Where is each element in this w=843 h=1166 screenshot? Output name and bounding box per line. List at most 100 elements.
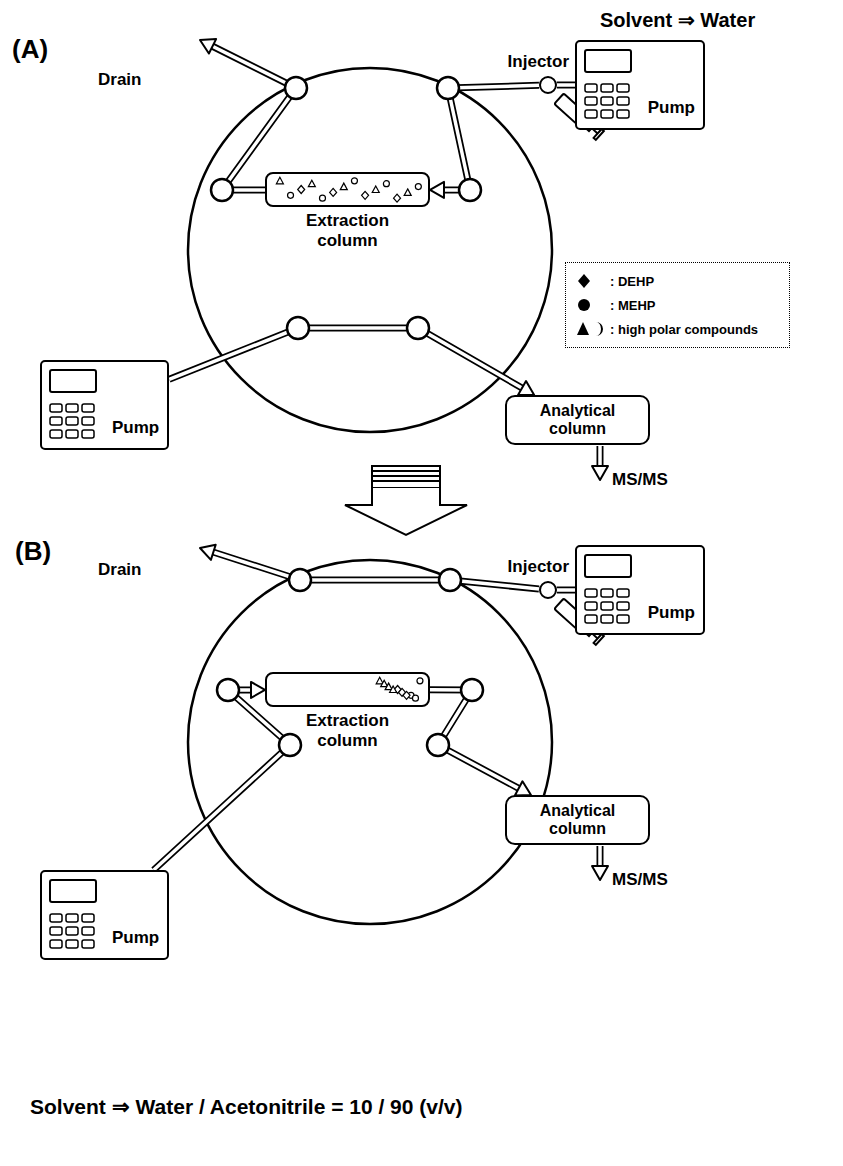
particle [404, 189, 411, 196]
pump-unit: Pump [575, 545, 705, 635]
analytical-column: Analytical column [505, 395, 650, 445]
pump-key [601, 110, 613, 118]
injector-port: Injector [539, 581, 557, 599]
extraction-column: Extraction column [265, 172, 430, 207]
node-label: Extraction column [293, 211, 403, 250]
text-label: MS/MS [612, 470, 668, 490]
connector-heads [430, 182, 444, 198]
pump-key [617, 110, 629, 118]
pump-key [617, 84, 629, 92]
connector-core [154, 690, 290, 870]
legend-row: : DEHP [574, 269, 781, 293]
pump-key [601, 615, 613, 623]
legend-box: : DEHP: MEHP : high polar compounds [565, 262, 790, 348]
pump-key [66, 417, 78, 425]
legend-row: : MEHP [574, 293, 781, 317]
connector-heads [518, 381, 534, 395]
pump-keypad [577, 42, 641, 128]
pump-key [601, 97, 613, 105]
particle [415, 184, 421, 190]
node-label: Pump [648, 603, 695, 623]
arrow-head [251, 682, 265, 698]
node-label: Extraction column [293, 711, 403, 750]
pump-display [585, 555, 631, 577]
arrow-head [518, 381, 534, 395]
pump-key [585, 110, 597, 118]
connector-core [557, 588, 575, 592]
pump-key [50, 417, 62, 425]
legend-symbol [574, 271, 610, 291]
particle [372, 186, 379, 193]
text-label: Solvent ⇒ Water / Acetonitrile = 10 / 90… [30, 1095, 463, 1119]
ms-arrow [592, 846, 608, 880]
injector-port: Injector [539, 76, 557, 94]
flow-connector [154, 682, 290, 870]
pump-key [50, 940, 62, 948]
node-label: Injector [508, 52, 569, 72]
pump-key [585, 97, 597, 105]
drain-line [200, 545, 539, 589]
text-label: Drain [98, 560, 141, 580]
node-label: Analytical column [528, 402, 628, 437]
flow-connector [169, 328, 534, 395]
pump-key [82, 417, 94, 425]
arrow-head [430, 182, 444, 198]
pump-key [82, 940, 94, 948]
flow-connector [430, 85, 539, 198]
particle [390, 686, 397, 693]
particle [340, 183, 347, 190]
connector-heads [515, 781, 531, 795]
particle [288, 192, 294, 198]
text-label: Solvent ⇒ Water [600, 8, 755, 32]
switching-valve [188, 560, 552, 924]
circle-symbol [578, 299, 590, 311]
pump-unit: Pump [40, 870, 169, 960]
pump-key [617, 615, 629, 623]
pump-key [601, 589, 613, 597]
triangle-symbol [577, 322, 589, 335]
pump-key [82, 927, 94, 935]
connector-outline [154, 690, 290, 870]
pump-keypad [42, 362, 106, 448]
flow-connector [557, 590, 575, 591]
pump-key [66, 404, 78, 412]
connector-outline [557, 82, 575, 89]
connector-outline [444, 85, 539, 190]
node-label: Pump [112, 418, 159, 438]
connector-core [169, 328, 522, 388]
connector-heads [251, 682, 265, 698]
particle [417, 678, 423, 684]
pump-key [601, 602, 613, 610]
pump-key [50, 927, 62, 935]
ms-arrow [592, 446, 608, 480]
pump-display [50, 880, 96, 902]
connector-outline [557, 587, 575, 594]
pump-key [66, 927, 78, 935]
particle [403, 691, 410, 699]
pump-key [82, 430, 94, 438]
connector-core [444, 85, 539, 190]
diamond-symbol [578, 274, 590, 288]
pump-keypad [577, 547, 641, 633]
pump-key [50, 430, 62, 438]
pump-unit: Pump [575, 40, 705, 130]
node-label: Pump [112, 928, 159, 948]
transition-arrow [345, 466, 467, 535]
column-packing [267, 174, 428, 205]
legend-symbol [574, 295, 610, 315]
pump-key [585, 602, 597, 610]
pump-key [585, 615, 597, 623]
pump-key [66, 914, 78, 922]
legend-text: : high polar compounds [610, 322, 758, 337]
node-label: Injector [508, 557, 569, 577]
crescent-symbol [596, 322, 603, 336]
legend-row: : high polar compounds [574, 317, 781, 341]
analytical-column: Analytical column [505, 795, 650, 845]
drain-line [200, 39, 296, 190]
pump-key [617, 589, 629, 597]
pump-key [66, 430, 78, 438]
particle [362, 191, 369, 199]
particle [319, 195, 325, 201]
particle [383, 181, 389, 187]
